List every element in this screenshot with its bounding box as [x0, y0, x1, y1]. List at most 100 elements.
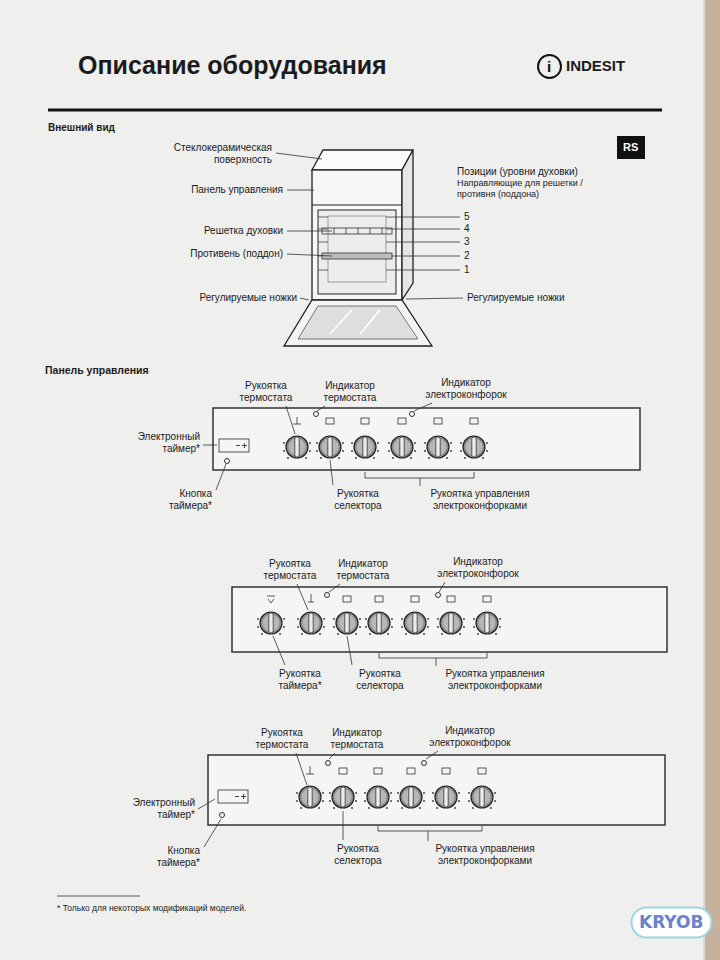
- part-label: Рукоятка селектора: [348, 668, 413, 692]
- control-knob: [432, 786, 460, 809]
- watermark-badge: KRYOB: [630, 906, 713, 939]
- part-label: Рукоятка управления электроконфорками: [420, 488, 540, 512]
- part-label: Рукоятка термостата: [246, 727, 318, 751]
- logo-circle: i: [537, 54, 562, 79]
- leader-lines: [276, 153, 463, 300]
- part-label: Регулируемые ножки: [147, 292, 297, 304]
- part-label: Рукоятка управления электроконфорками: [425, 843, 545, 867]
- section-heading: Панель управления: [45, 364, 245, 377]
- part-label: Индикатор термостата: [327, 558, 399, 582]
- brand-name: INDESIT: [566, 57, 656, 75]
- timer-button: [225, 459, 230, 464]
- control-knob: [329, 786, 357, 809]
- callout-number: 4: [464, 223, 478, 235]
- control-knob: [297, 612, 325, 635]
- footnote: * Только для некоторых модификаций модел…: [57, 903, 357, 913]
- indicator-lamp: [422, 761, 427, 766]
- door-glass: [298, 306, 418, 339]
- callout-number: 5: [464, 211, 478, 223]
- control-panel: [232, 582, 667, 666]
- part-label: Индикатор электроконфорок: [420, 725, 520, 749]
- timer-button: [220, 813, 225, 818]
- part-label: Регулируемые ножки: [467, 292, 617, 304]
- callout-number: 2: [464, 250, 478, 262]
- part-label: Индикатор электроконфорок: [416, 377, 516, 401]
- part-label: Индикатор электроконфорок: [428, 556, 528, 580]
- part-label: Рукоятка управления электроконфорками: [435, 668, 555, 692]
- badge-outline: [632, 908, 712, 938]
- oven-door: [284, 300, 432, 346]
- panel-frame: [213, 408, 640, 470]
- part-label: Противень (поддон): [143, 248, 283, 260]
- glass-glare: [330, 310, 352, 334]
- control-knob: [351, 436, 379, 459]
- control-panel: [198, 751, 665, 847]
- indicator-lamp: [326, 761, 331, 766]
- part-label: Рукоятка селектора: [326, 488, 391, 512]
- part-label: Рукоятка таймера*: [264, 668, 336, 692]
- oven-rails: [318, 217, 396, 270]
- control-knob: [364, 786, 392, 809]
- page-title: Описание оборудования: [78, 50, 387, 80]
- control-knob: [316, 436, 344, 459]
- panel-frame: [208, 755, 665, 825]
- node-text: KRYOB: [639, 913, 704, 932]
- control-knob: [388, 436, 416, 459]
- part-label: Панель управления: [143, 184, 283, 196]
- part-label: Рукоятка термостата: [230, 380, 302, 404]
- part-label: Решетка духовки: [143, 225, 283, 237]
- control-knob: [468, 786, 496, 809]
- node-text: RS: [623, 141, 639, 153]
- callout-number: 1: [464, 264, 478, 276]
- title-rule: [48, 109, 662, 112]
- section-heading: Внешний вид: [48, 122, 208, 134]
- stove-front: [312, 170, 402, 300]
- control-knob: [257, 612, 285, 635]
- part-label: Кнопка таймера*: [145, 845, 200, 869]
- part-label: Индикатор термостата: [321, 727, 393, 751]
- part-note: Направляющие для решетки / противня (под…: [457, 178, 607, 200]
- control-knob: [283, 436, 311, 459]
- panel-frame: [232, 587, 667, 652]
- part-label: Электронный таймер*: [120, 797, 195, 821]
- control-panel: [203, 403, 640, 490]
- timer-display: [218, 790, 248, 803]
- oven-tray: [322, 253, 392, 259]
- leader-lines: [198, 751, 482, 847]
- part-label: Позиции (уровни духовки): [457, 166, 652, 178]
- oven-back: [328, 216, 386, 282]
- part-label: Стеклокерамическая поверхность: [147, 142, 272, 166]
- stove-side: [402, 150, 413, 300]
- part-label: Рукоятка термостата: [254, 558, 326, 582]
- hob-surface: [312, 150, 413, 170]
- part-label: Рукоятка селектора: [326, 843, 391, 867]
- node-text: i: [547, 59, 551, 74]
- knob-symbols: [293, 417, 478, 424]
- knob-symbols: [267, 594, 491, 603]
- knob-symbols: [306, 766, 486, 774]
- part-label: Электронный таймер*: [125, 431, 200, 455]
- callout-number: 3: [464, 236, 478, 248]
- leader-lines: [203, 403, 474, 490]
- indicator-lamp: [314, 412, 319, 417]
- stove-illustration: [284, 150, 432, 346]
- indicator-lamp: [436, 593, 441, 598]
- language-badge: RS: [617, 136, 645, 159]
- indicator-lamp: [410, 412, 415, 417]
- indicator-lamp: [325, 593, 330, 598]
- control-knob: [296, 786, 324, 809]
- timer-signs: [236, 443, 247, 448]
- control-knob: [365, 612, 393, 635]
- footnote-rule: [57, 896, 140, 897]
- control-knob: [437, 612, 465, 635]
- glass-glare: [360, 310, 380, 334]
- oven-rack: [322, 228, 392, 234]
- part-label: Индикатор термостата: [314, 380, 386, 404]
- timer-signs: [235, 794, 246, 799]
- control-knob: [424, 436, 452, 459]
- leader-lines: [273, 582, 487, 666]
